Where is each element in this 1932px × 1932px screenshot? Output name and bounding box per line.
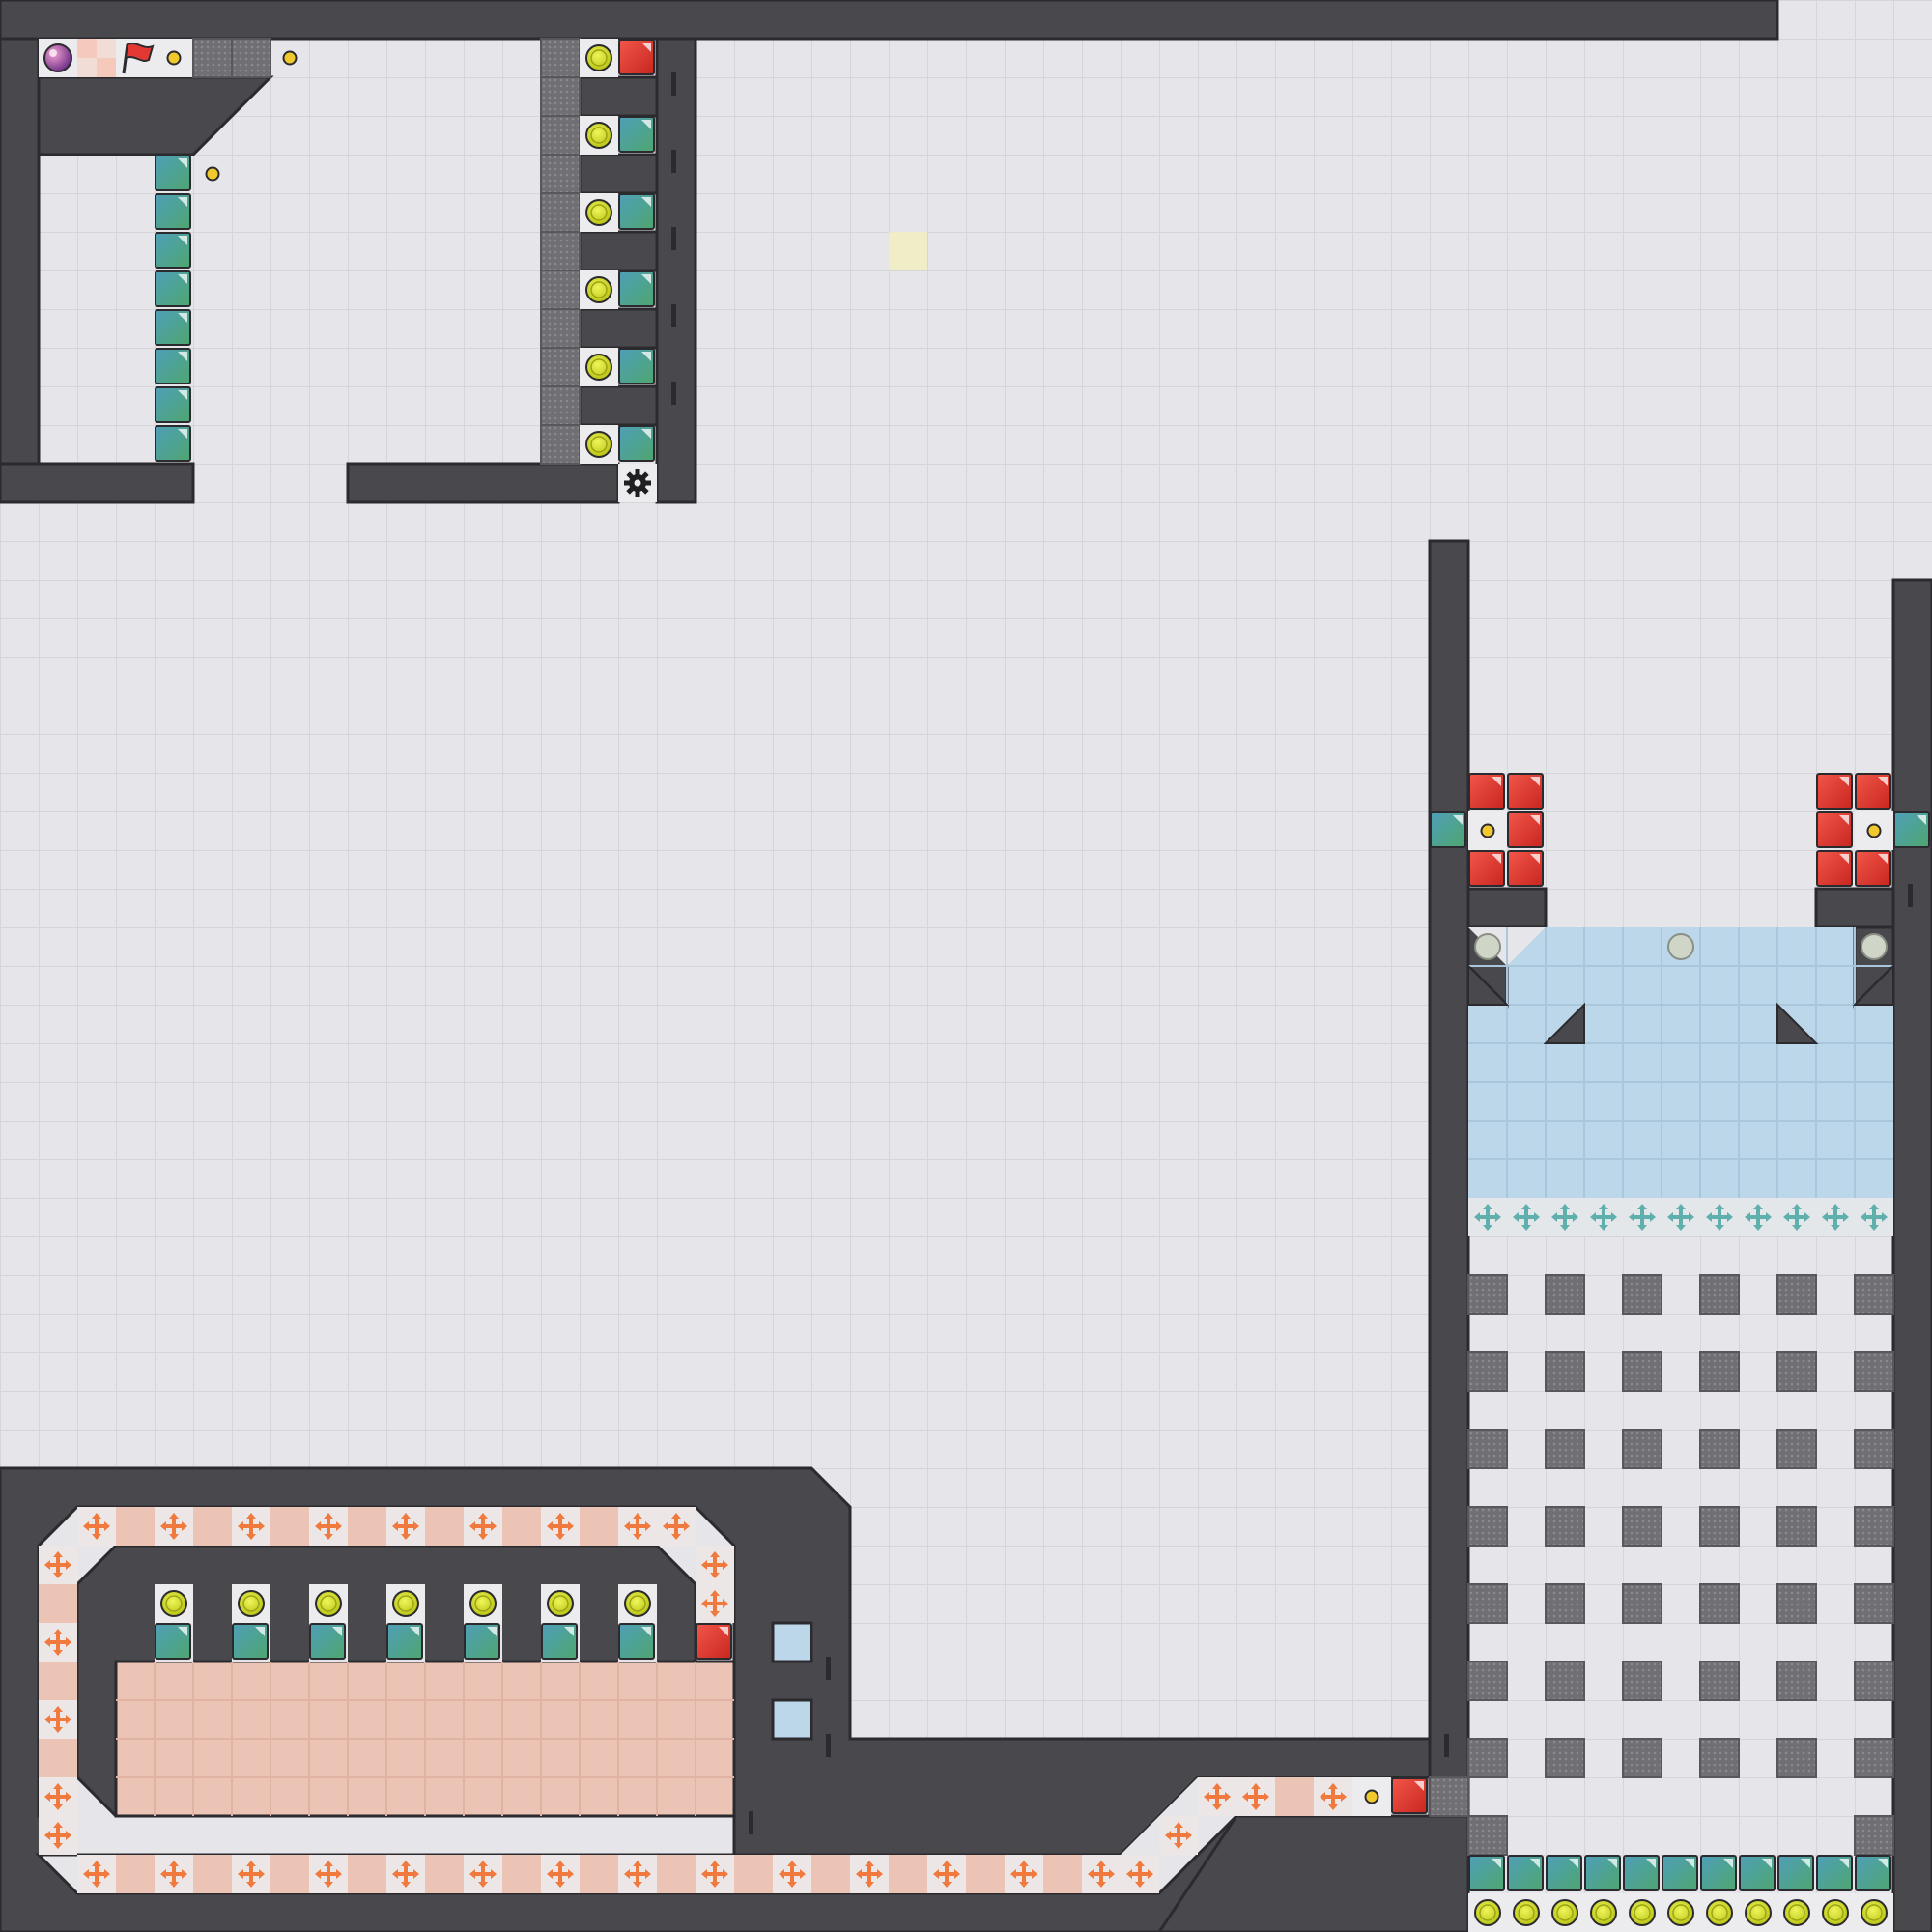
green-button-icon[interactable] — [579, 38, 619, 78]
teal-block-icon — [155, 425, 191, 462]
green-button-icon[interactable] — [579, 270, 619, 310]
orange-conveyor-track — [39, 1507, 1469, 1893]
teal-block-icon — [155, 386, 191, 423]
lava-grid — [116, 1662, 734, 1816]
green-button-icon[interactable] — [617, 1583, 658, 1624]
teal-block-icon — [618, 348, 655, 384]
teal-block-icon — [155, 270, 191, 307]
teal-block-icon — [155, 155, 191, 191]
red-block-cluster-right — [1816, 773, 1930, 887]
coin-icon — [205, 166, 220, 182]
spike-column — [540, 38, 581, 465]
spike-tile-icon — [231, 38, 271, 78]
spike-tile-icon — [1429, 1776, 1469, 1817]
red-block-icon — [618, 39, 655, 75]
teal-block-icon — [618, 193, 655, 230]
teal-block-icon — [155, 309, 191, 346]
red-block-cluster-left — [1430, 773, 1544, 887]
green-button-icon[interactable] — [579, 192, 619, 233]
saw-gear-icon — [618, 464, 657, 502]
teal-block-icon — [155, 348, 191, 384]
teal-block-row-bottom — [1468, 1855, 1891, 1891]
teal-block-icon — [155, 193, 191, 230]
green-button-icon[interactable] — [308, 1583, 349, 1624]
teal-conveyor-row — [1468, 1198, 1893, 1236]
teal-block-icon — [1893, 811, 1930, 848]
door-markers — [671, 72, 1913, 1834]
green-button-icon[interactable] — [463, 1583, 503, 1624]
teal-block-icon — [618, 116, 655, 153]
coin-icon — [282, 50, 298, 66]
green-button-icon[interactable] — [579, 347, 619, 387]
teal-block-icon — [618, 270, 655, 307]
player-ball-icon[interactable] — [43, 43, 72, 72]
spike-tile-icon — [192, 38, 233, 78]
coin-icon — [1364, 1789, 1379, 1804]
red-block-icon — [1391, 1777, 1428, 1814]
teal-block-icon — [155, 232, 191, 269]
green-button-icon[interactable] — [231, 1583, 271, 1624]
coin-icon — [1480, 823, 1495, 838]
teal-block-icon — [618, 425, 655, 462]
green-button-icon[interactable] — [540, 1583, 581, 1624]
green-button-icon[interactable] — [579, 115, 619, 156]
coin-icon — [1866, 823, 1882, 838]
inactive-button-icon — [1474, 933, 1501, 960]
coin-icon — [166, 50, 182, 66]
green-button-icon[interactable] — [579, 424, 619, 465]
inactive-button-icon — [1667, 933, 1694, 960]
green-button-icon[interactable] — [385, 1583, 426, 1624]
button-row-bottom[interactable] — [1467, 1892, 1894, 1932]
checkpoint-tile — [889, 232, 927, 270]
teal-block-icon — [1430, 811, 1466, 848]
right-shaft — [1466, 925, 1895, 1198]
green-button-icon[interactable] — [154, 1583, 194, 1624]
inactive-button-icon — [1861, 933, 1888, 960]
red-flag-icon — [122, 43, 155, 74]
